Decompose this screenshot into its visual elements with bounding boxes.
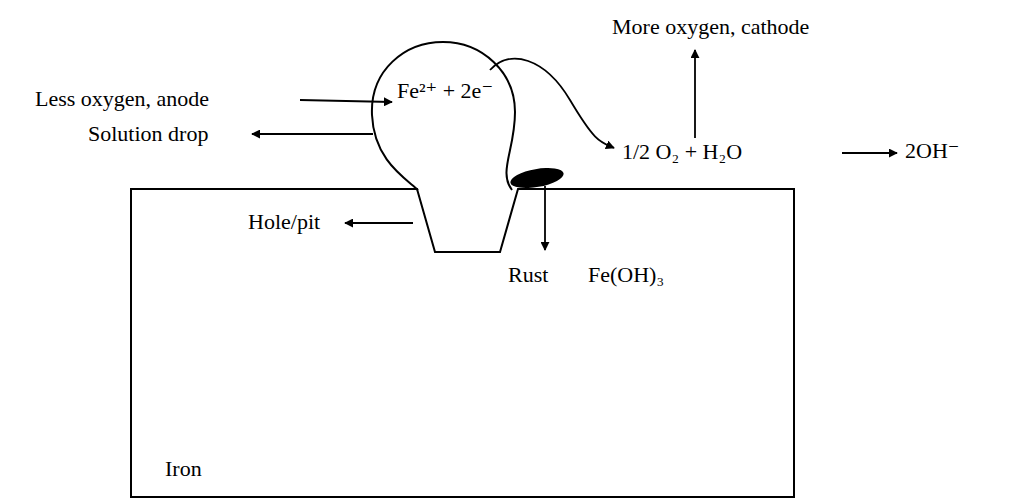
region-label: More oxygen, cathode	[612, 14, 809, 40]
solution-drop: Fe²⁺ + 2e⁻	[365, 38, 520, 193]
region-label: Solution drop	[88, 121, 208, 147]
leader-arrow	[252, 133, 373, 135]
reaction-arrow	[842, 152, 897, 154]
chemical-formula: Fe(OH)₃	[588, 262, 664, 288]
part-label: Hole/pit	[248, 209, 320, 235]
leader-arrow	[544, 186, 546, 250]
reaction-text: 1/2 O₂ + H₂O	[622, 139, 742, 165]
rust-deposit	[509, 164, 565, 191]
leader-arrow	[345, 222, 413, 224]
region-label: Less oxygen, anode	[35, 86, 209, 112]
leader-arrow	[300, 100, 392, 102]
solution-drop-outline	[365, 38, 520, 193]
iron-block-outline	[130, 188, 796, 499]
solution-drop-outline	[372, 42, 515, 190]
node-text: Iron	[165, 456, 202, 482]
iron-block: Iron	[130, 188, 796, 499]
part-label: Rust	[508, 262, 548, 288]
reaction-text: 2OH⁻	[905, 138, 959, 164]
electron-flow-arrow	[490, 59, 614, 148]
node-text: Fe²⁺ + 2e⁻	[397, 78, 493, 104]
leader-arrow	[694, 50, 696, 138]
iron-block-outline	[131, 189, 794, 497]
